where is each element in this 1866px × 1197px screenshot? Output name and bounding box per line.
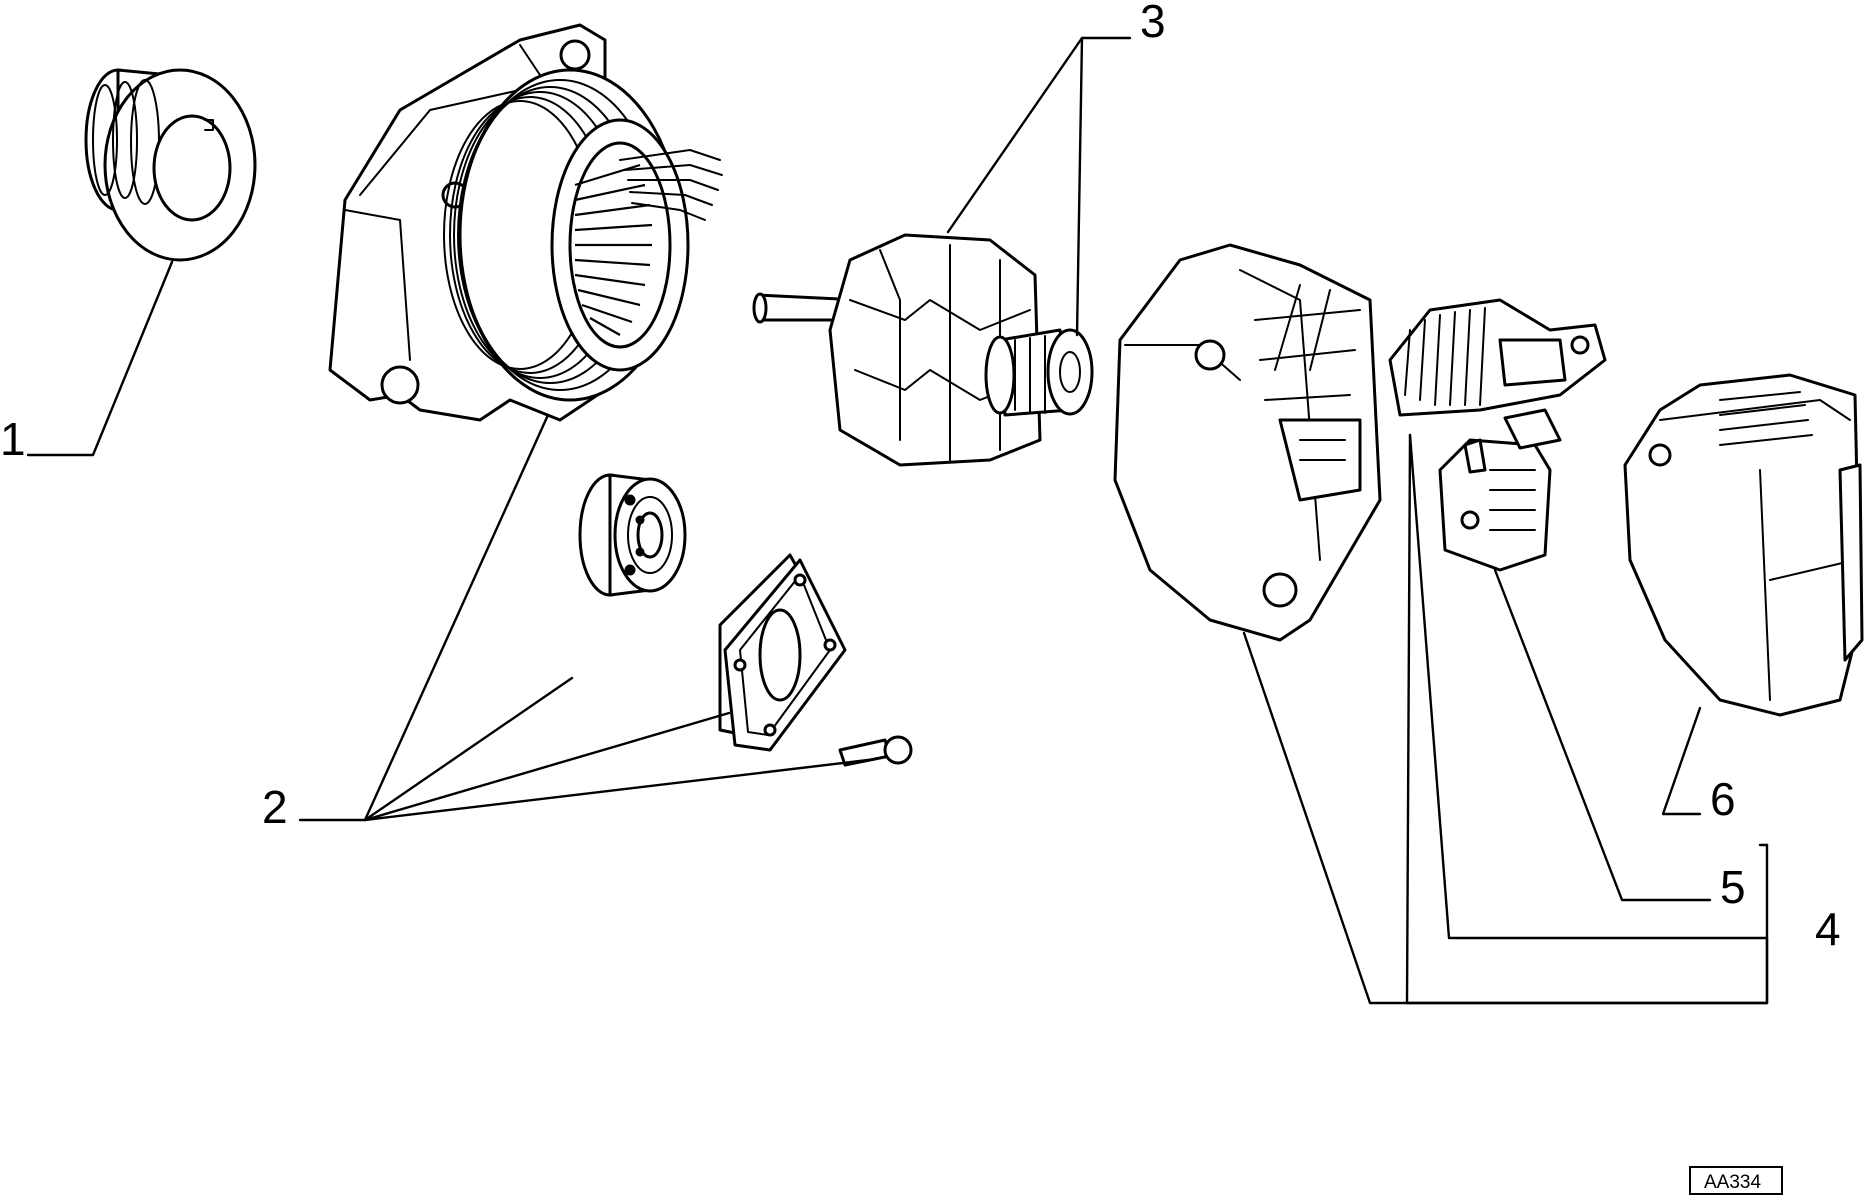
callout-labels: 1 2 3 4 5 6 xyxy=(0,0,1841,955)
bearing xyxy=(578,473,687,597)
screw xyxy=(838,735,913,767)
callout-1: 1 xyxy=(0,413,26,465)
voltage-regulator xyxy=(1438,408,1562,572)
drive-end-housing-stator xyxy=(328,23,723,422)
callout-2: 2 xyxy=(262,781,288,833)
pulley xyxy=(84,68,257,262)
callout-3: 3 xyxy=(1140,0,1166,47)
rotor xyxy=(752,233,1094,467)
leader-lines xyxy=(26,36,1769,1005)
reference-code: AA334 xyxy=(1704,1172,1761,1193)
bearing-retainer-plate xyxy=(718,553,847,752)
rear-cover xyxy=(1623,373,1864,717)
slip-ring-end-housing xyxy=(1113,243,1382,642)
reference-code-box: AA334 xyxy=(1689,1166,1783,1195)
callout-5: 5 xyxy=(1720,861,1746,913)
callout-4: 4 xyxy=(1815,903,1841,955)
rectifier xyxy=(1388,298,1607,417)
callout-6: 6 xyxy=(1710,773,1736,825)
